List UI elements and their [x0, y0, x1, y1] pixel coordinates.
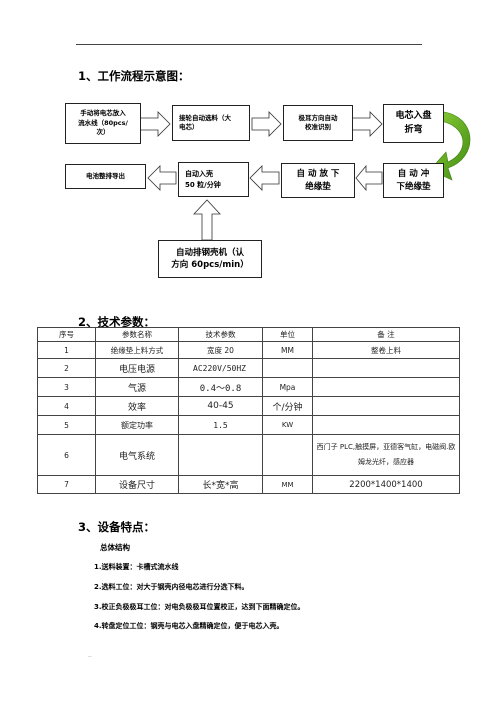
- feature-item: 1.送料装置：卡槽式流水线: [94, 563, 179, 571]
- table-cell: Mpa: [262, 377, 313, 397]
- table-row: 2 电压电源 AC220V/50HZ: [37, 358, 460, 378]
- table-cell: 长*宽*高: [178, 475, 263, 494]
- flow-text: 下绝缘垫: [396, 181, 431, 192]
- flow-box-punch-pad: 自 动 冲 下绝缘垫: [383, 163, 444, 198]
- table-cell: 额定功率: [95, 415, 179, 435]
- flow-box-auto-case: 自动入壳 50 粒/分钟: [178, 162, 249, 197]
- flow-text: 次）: [96, 128, 110, 137]
- table-header: 参数名称: [95, 327, 179, 342]
- feature-item: 2.选料工位：对大于钢壳内径电芯进行分选下料。: [94, 583, 249, 591]
- table-cell: 电气系统: [95, 434, 179, 476]
- table-cell: MM: [262, 341, 313, 359]
- table-cell: [312, 396, 460, 416]
- arrow-left-3: [147, 165, 177, 191]
- table-cell: KW: [262, 415, 313, 435]
- table-cell: 西门子 PLC,触摸屏，亚德客气缸，电磁阀.欧姆龙光纤，感应器: [312, 434, 460, 476]
- table-row: 6 电气系统 西门子 PLC,触摸屏，亚德客气缸，电磁阀.欧姆龙光纤，感应器: [37, 434, 460, 476]
- flow-text: 手动将电芯放入: [80, 109, 126, 118]
- flow-text: 自 动 放 下: [296, 169, 340, 180]
- table-cell: [312, 358, 460, 378]
- table-cell: [178, 434, 263, 476]
- arrow-left-2: [249, 165, 280, 191]
- table-cell: 2: [37, 358, 96, 378]
- table-cell: 4: [37, 396, 96, 416]
- table-cell: 7: [37, 475, 96, 494]
- page-footer-mark: ..: [88, 652, 92, 659]
- table-cell: 整卷上料: [312, 341, 460, 359]
- table-cell: 6: [37, 434, 96, 476]
- table-cell: [312, 415, 460, 435]
- table-header-row: 序号 参数名称 技术参数 单位 备 注: [37, 327, 460, 342]
- table-header: 备 注: [312, 327, 460, 342]
- table-cell: 1: [37, 341, 96, 359]
- table-header: 技术参数: [178, 327, 263, 342]
- feature-item: 4.转盘定位工位：钢壳与电芯入盘精确定位，便于电芯入壳。: [94, 622, 284, 630]
- arrow-right-2: [251, 111, 282, 137]
- section-2-title: 2、技术参数：: [78, 315, 156, 329]
- flow-text: 校准识别: [305, 123, 331, 131]
- section-3-title: 3、设备特点：: [78, 520, 156, 534]
- table-row: 1 绝缘垫上料方式 宽度 20 MM 整卷上料: [37, 341, 460, 359]
- table-cell: 1.5: [178, 415, 263, 435]
- table-cell: 效率: [95, 396, 179, 416]
- table-row: 4 效率 40-45 个/分钟: [37, 396, 460, 416]
- flow-text: 自 动 冲: [397, 169, 430, 180]
- flow-text: 自动入壳: [185, 170, 213, 179]
- table-cell: 宽度 20: [178, 341, 263, 359]
- arrow-left-1: [355, 164, 383, 192]
- flow-box-export: 电池整排导出: [65, 164, 146, 189]
- table-cell: 设备尺寸: [95, 475, 179, 494]
- table-cell: 3: [37, 377, 96, 397]
- flow-text: 自动排钢壳机（认: [175, 247, 244, 258]
- flow-text: 极耳方向自动: [298, 113, 338, 122]
- section-1-title: 1、工作流程示意图：: [78, 69, 190, 83]
- table-cell: 绝缘垫上料方式: [95, 341, 179, 359]
- table-cell: MM: [262, 475, 313, 494]
- flow-text: 电芯入盘: [395, 111, 432, 122]
- flow-text: 折弯: [404, 124, 423, 135]
- flow-box-case-arrange: 自动排钢壳机（认 方向 60pcs/min）: [158, 240, 262, 278]
- flow-box-place-pad: 自 动 放 下 绝缘垫: [281, 163, 355, 198]
- table-cell: [262, 434, 313, 476]
- flow-text: 流水线（80pcs/: [78, 118, 128, 127]
- header-rule: [76, 44, 422, 45]
- table-cell: [262, 358, 313, 378]
- flow-text: 绝缘垫: [305, 181, 331, 192]
- flow-box-auto-select: 接轮自动选料（大 电芯）: [172, 105, 250, 141]
- table-cell: [312, 377, 460, 397]
- arrow-right-3: [351, 111, 383, 137]
- table-cell: 气源: [95, 377, 179, 397]
- arrow-up: [193, 199, 221, 241]
- table-cell: 电压电源: [95, 358, 179, 378]
- flow-text: 方向 60pcs/min）: [171, 260, 249, 270]
- section-3-subtitle: 总体结构: [100, 543, 130, 552]
- table-cell: 5: [37, 415, 96, 435]
- flow-text: 50 粒/分钟: [185, 180, 221, 189]
- feature-item: 3.校正负极极耳工位：对电负极极耳位置校正，达到下面精确定位。: [94, 603, 305, 611]
- table-cell: 0.4～0.8: [178, 377, 263, 397]
- flow-text: 电芯）: [179, 123, 199, 131]
- table-row: 7 设备尺寸 长*宽*高 MM 2200*1400*1400: [37, 475, 460, 494]
- flow-text: 电池整排导出: [86, 171, 125, 180]
- flow-box-manual-load: 手动将电芯放入 流水线（80pcs/ 次）: [65, 103, 141, 144]
- table-cell: 40-45: [178, 396, 263, 416]
- table-header: 单位: [262, 327, 313, 342]
- flow-box-tray-bend: 电芯入盘 折弯: [383, 104, 444, 143]
- table-row: 3 气源 0.4～0.8 Mpa: [37, 377, 460, 397]
- table-cell: 2200*1400*1400: [312, 475, 460, 494]
- tech-params-table: 序号 参数名称 技术参数 单位 备 注 1 绝缘垫上料方式 宽度 20 MM 整…: [37, 327, 460, 494]
- flow-text: 接轮自动选料（大: [179, 113, 231, 122]
- arrow-right-1: [138, 111, 171, 137]
- table-cell: AC220V/50HZ: [178, 358, 263, 378]
- table-cell: 个/分钟: [262, 396, 313, 416]
- flow-box-tab-calibrate: 极耳方向自动 校准识别: [283, 105, 353, 141]
- table-row: 5 额定功率 1.5 KW: [37, 415, 460, 435]
- table-header: 序号: [37, 327, 96, 342]
